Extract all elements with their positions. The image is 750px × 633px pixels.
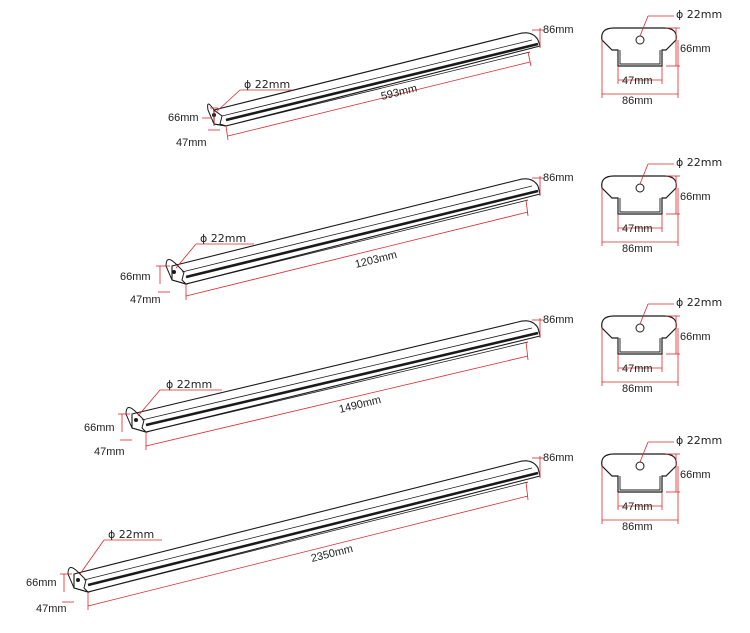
height-label: 66mm [680, 469, 711, 481]
diameter-label: ϕ 22mm [676, 8, 722, 21]
cross-section-view: ϕ 22mm 66mm 47mm 86mm [601, 156, 722, 255]
height-label: 66mm [26, 577, 57, 589]
mounting-hole-icon [635, 323, 645, 333]
bar-drawing-1203: ϕ 22mm 1203mm 86mm 66mm 47mm [120, 172, 574, 306]
mounting-hole-icon [134, 418, 138, 422]
aluminium-profile-bar [67, 460, 541, 594]
diameter-label: ϕ 22mm [676, 156, 722, 169]
height-label: 66mm [680, 191, 711, 203]
bar-drawing-1490: ϕ 22mm 1490mm 86mm 66mm 47mm [84, 314, 574, 458]
base-label: 47mm [176, 137, 207, 149]
width-label: 86mm [543, 172, 574, 184]
base-label: 47mm [36, 603, 67, 615]
width-label: 86mm [622, 383, 653, 395]
width-label: 86mm [622, 521, 653, 533]
height-label: 66mm [680, 331, 711, 343]
dimension-lines [118, 318, 544, 450]
height-label: 66mm [84, 422, 115, 434]
dimension-lines [156, 176, 544, 300]
width-label: 86mm [543, 452, 574, 464]
base-label: 47mm [622, 501, 653, 513]
bar-drawing-2350: ϕ 22mm 2350mm 86mm 66mm 47mm [26, 452, 574, 615]
aluminium-profile-bar [165, 178, 541, 286]
aluminium-profile-bar [125, 320, 541, 434]
width-label: 86mm [543, 24, 574, 36]
height-label: 66mm [120, 271, 151, 283]
length-label: 2350mm [310, 543, 354, 565]
mounting-hole-icon [635, 35, 645, 45]
length-label: 1203mm [354, 249, 398, 271]
base-label: 47mm [622, 75, 653, 87]
diameter-label: ϕ 22mm [244, 78, 290, 91]
diameter-label: ϕ 22mm [676, 296, 722, 309]
diameter-label: ϕ 22mm [108, 528, 154, 541]
height-label: 66mm [680, 43, 711, 55]
diameter-label: ϕ 22mm [676, 434, 722, 447]
mounting-hole-icon [172, 270, 176, 274]
width-label: 86mm [543, 314, 574, 326]
mounting-hole-icon [635, 461, 645, 471]
cross-section-view: ϕ 22mm 66mm 47mm 86mm [601, 8, 722, 107]
base-label: 47mm [130, 294, 161, 306]
cross-section-view: ϕ 22mm 66mm 47mm 86mm [601, 296, 722, 395]
bar-drawing-593: ϕ 22mm 593mm 86mm 66mm 47mm [168, 24, 574, 149]
width-label: 86mm [622, 243, 653, 255]
base-label: 47mm [622, 363, 653, 375]
diameter-label: ϕ 22mm [166, 378, 212, 391]
length-label: 1490mm [338, 394, 382, 416]
mounting-hole-icon [635, 183, 645, 193]
base-label: 47mm [94, 446, 125, 458]
dimension-lines [60, 456, 544, 610]
mounting-hole-icon [76, 578, 80, 582]
height-label: 66mm [168, 112, 199, 124]
diameter-label: ϕ 22mm [200, 232, 246, 245]
cross-section-view: ϕ 22mm 66mm 47mm 86mm [601, 434, 722, 533]
dimension-lines [202, 28, 544, 141]
width-label: 86mm [622, 95, 653, 107]
base-label: 47mm [622, 223, 653, 235]
